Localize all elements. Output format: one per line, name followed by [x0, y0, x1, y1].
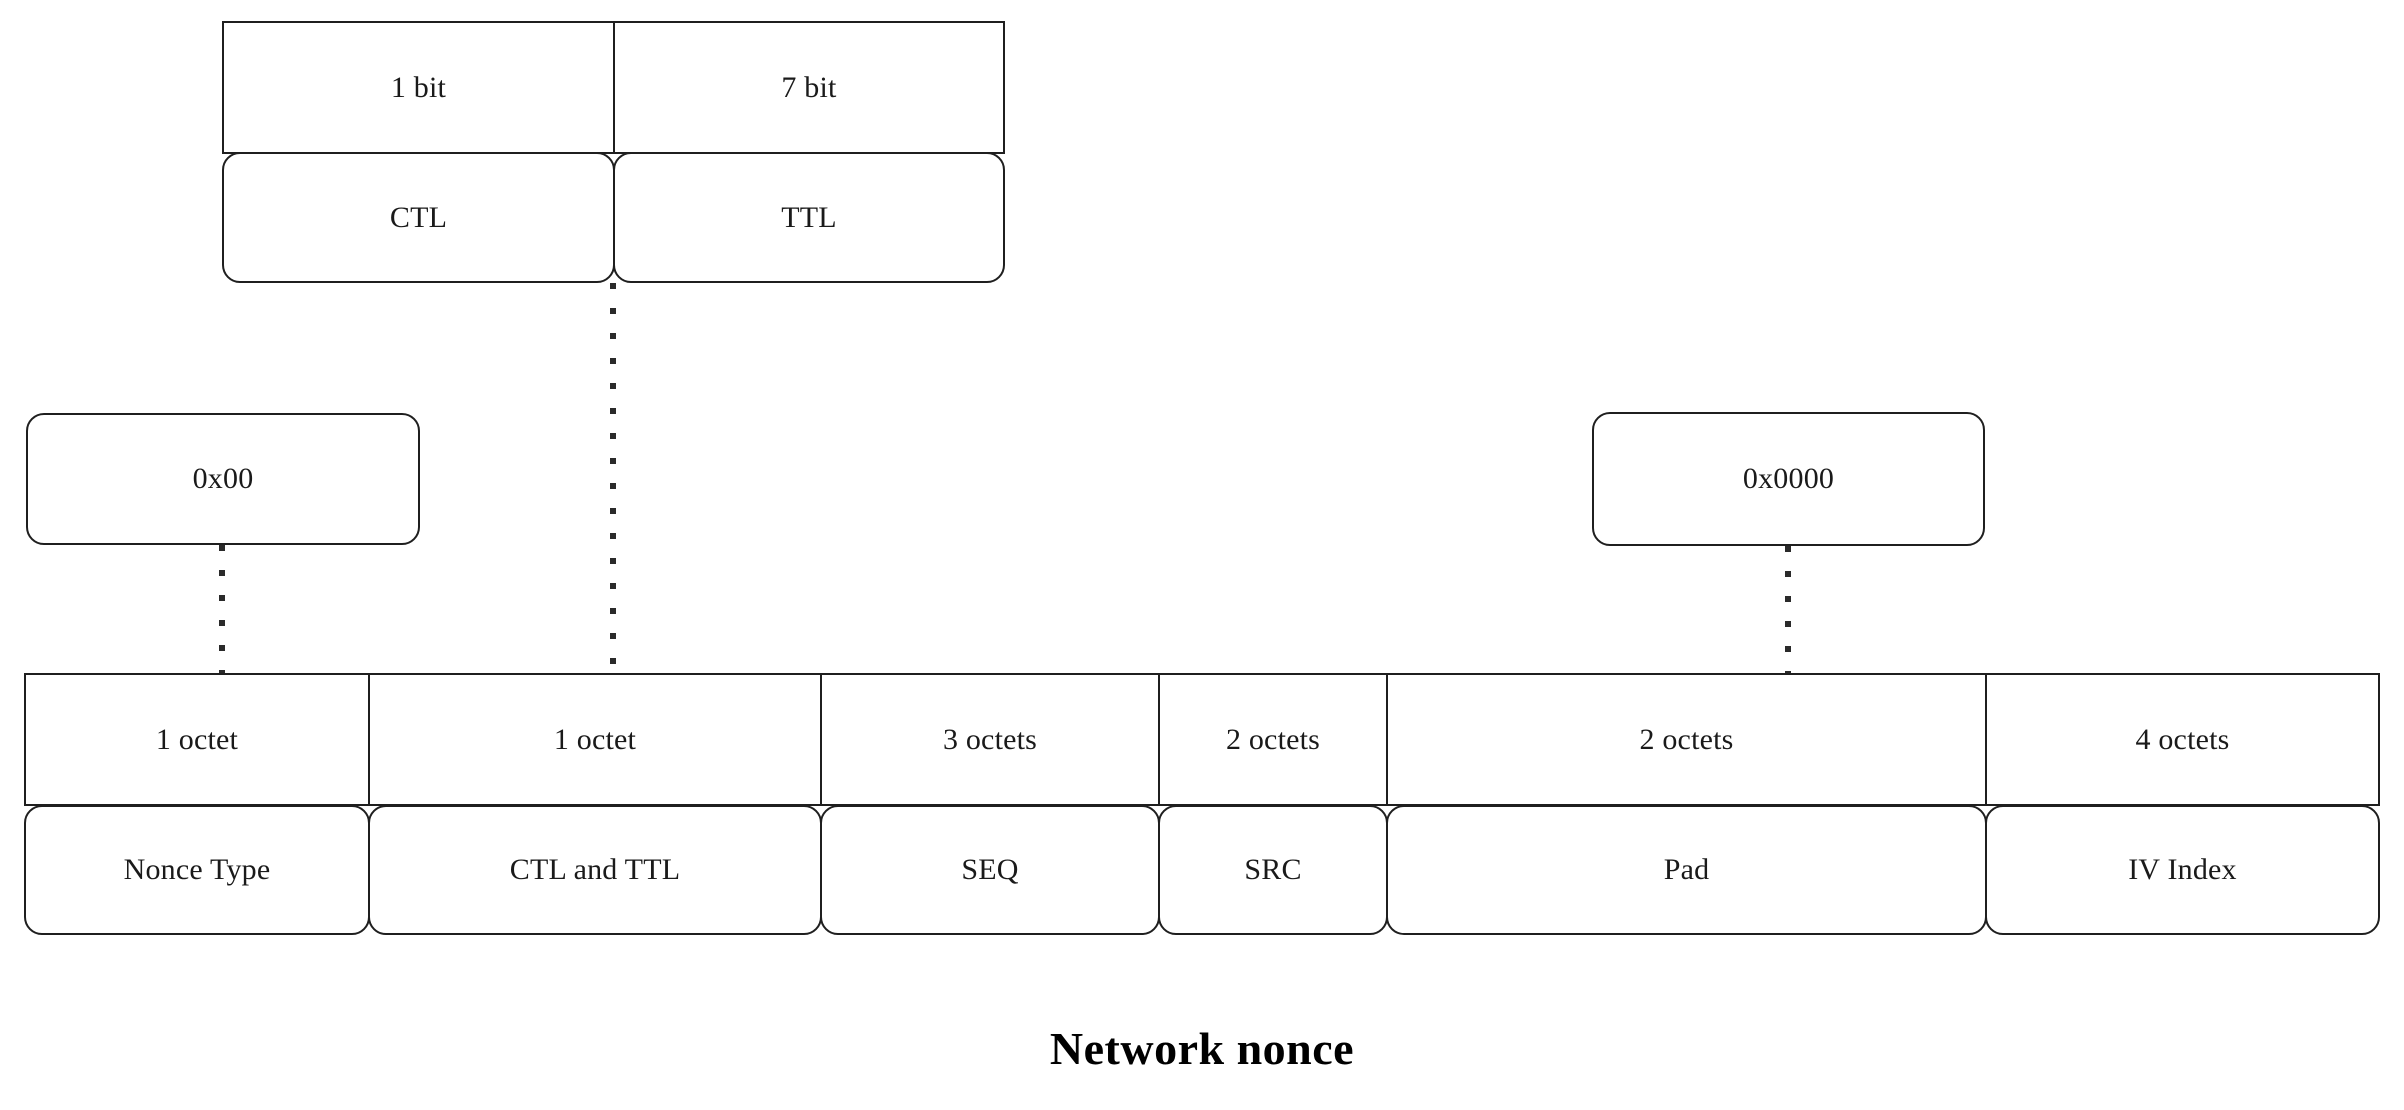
ctl-size-label: 1 bit: [390, 70, 447, 104]
nonce-size-label-3: 3 octets: [942, 722, 1038, 756]
ctl-size-cell: 1 bit: [222, 21, 615, 154]
nonce-type-value-box: 0x00: [26, 413, 420, 545]
nonce-size-cell-4: 2 octets: [1158, 673, 1388, 806]
diagram-title-text: Network nonce: [1049, 1023, 1355, 1074]
nonce-size-label-4: 2 octets: [1225, 722, 1321, 756]
ctl-field-label: CTL: [389, 200, 448, 234]
nonce-size-label-5: 2 octets: [1639, 722, 1734, 756]
nonce-field-label-6: IV Index: [2128, 853, 2237, 886]
nonce-field-cell-nonce-type: Nonce Type: [24, 805, 370, 935]
nonce-type-connector-dotted-line: [219, 545, 225, 673]
nonce-field-cell-src: SRC: [1158, 805, 1388, 935]
nonce-size-cell-6: 4 octets: [1985, 673, 2380, 806]
nonce-field-label-4: SRC: [1244, 853, 1302, 886]
nonce-size-label-1: 1 octet: [155, 722, 239, 756]
nonce-field-cell-seq: SEQ: [820, 805, 1160, 935]
ttl-size-label: 7 bit: [781, 70, 837, 104]
ttl-field-cell: TTL: [613, 152, 1005, 283]
nonce-size-cell-2: 1 octet: [368, 673, 822, 806]
ctl-ttl-connector-dotted-line: [610, 283, 616, 673]
ttl-field-label: TTL: [781, 200, 837, 234]
pad-value-label: 0x0000: [1742, 462, 1835, 495]
nonce-field-cell-iv-index: IV Index: [1985, 805, 2380, 935]
pad-value-box: 0x0000: [1592, 412, 1985, 546]
nonce-size-label-6: 4 octets: [2135, 722, 2230, 756]
nonce-field-cell-pad: Pad: [1386, 805, 1987, 935]
nonce-field-label-3: SEQ: [961, 853, 1019, 886]
pad-connector-dotted-line: [1785, 546, 1791, 673]
nonce-field-label-2: CTL and TTL: [509, 853, 681, 886]
nonce-field-label-5: Pad: [1663, 853, 1710, 886]
ctl-field-cell: CTL: [222, 152, 615, 283]
nonce-size-cell-1: 1 octet: [24, 673, 370, 806]
nonce-type-value-label: 0x00: [192, 462, 254, 495]
nonce-size-cell-3: 3 octets: [820, 673, 1160, 806]
nonce-field-cell-ctl-and-ttl: CTL and TTL: [368, 805, 822, 935]
diagram-title: Network nonce: [0, 1022, 2404, 1075]
nonce-size-cell-5: 2 octets: [1386, 673, 1987, 806]
ttl-size-cell: 7 bit: [613, 21, 1005, 154]
nonce-field-label-1: Nonce Type: [123, 853, 271, 886]
nonce-size-label-2: 1 octet: [553, 722, 637, 756]
